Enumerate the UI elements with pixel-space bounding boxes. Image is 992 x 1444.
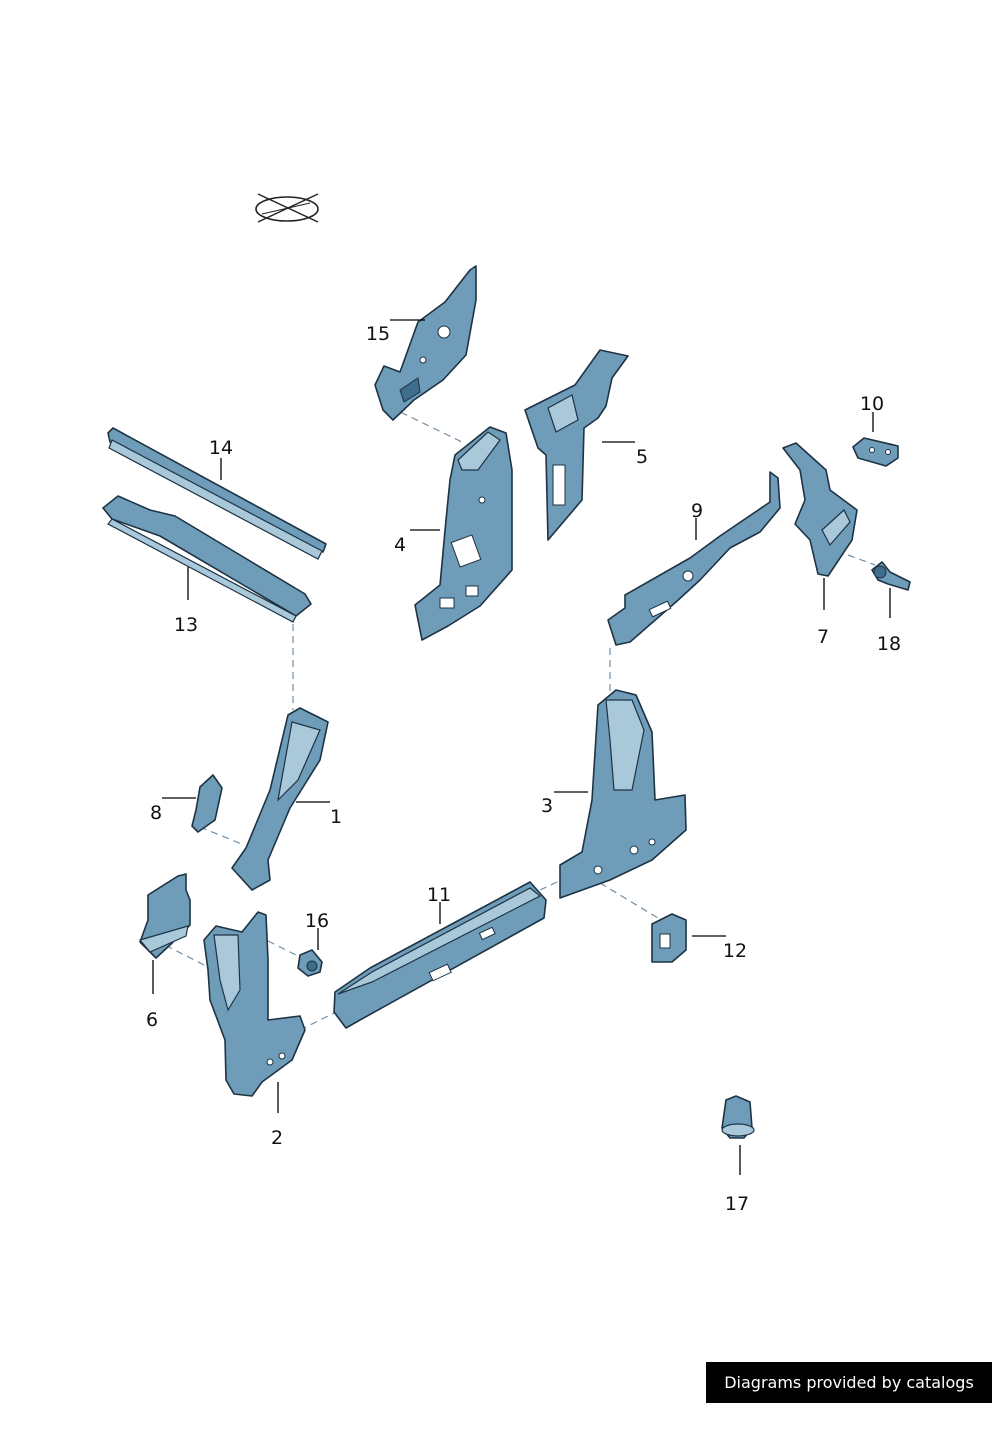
part-9 [607,471,781,646]
callout-5: 5 [636,446,648,468]
part-13 [102,495,312,623]
part-14 [107,427,327,560]
parts-diagram: 15 14 13 4 5 10 9 7 18 1 8 3 11 16 12 6 … [102,193,911,1215]
part-11 [333,881,547,1029]
callout-10: 10 [860,393,884,415]
callout-1: 1 [330,806,342,828]
callout-14: 14 [209,437,233,459]
part-10 [852,437,899,467]
part-6 [138,873,191,959]
part-12 [651,913,687,963]
part-2 [203,911,306,1097]
callout-2: 2 [271,1127,283,1149]
callout-15: 15 [366,323,390,345]
callout-18: 18 [877,633,901,655]
callout-3: 3 [541,795,553,817]
callout-8: 8 [150,802,162,824]
attribution-footer: Diagrams provided by catalogs parts [706,1362,992,1433]
leader-lines [152,319,891,1175]
part-7 [782,442,858,577]
callout-6: 6 [146,1009,158,1031]
part-3 [559,689,687,899]
part-1 [231,707,329,891]
part-8 [191,774,223,833]
callout-4: 4 [394,534,406,556]
part-16 [297,949,323,977]
crossed-ellipse-logo-icon [255,193,319,223]
callout-13: 13 [174,614,198,636]
callout-11: 11 [427,884,451,906]
part-15 [374,265,477,421]
callout-9: 9 [691,500,703,522]
part-5 [524,349,629,541]
callout-7: 7 [817,626,829,648]
part-17 [721,1095,755,1139]
callout-17: 17 [725,1193,749,1215]
part-18 [871,561,911,591]
callout-12: 12 [723,940,747,962]
callout-16: 16 [305,910,329,932]
callout-labels: 15 14 13 4 5 10 9 7 18 1 8 3 11 16 12 6 … [146,323,901,1215]
part-4 [414,426,513,641]
